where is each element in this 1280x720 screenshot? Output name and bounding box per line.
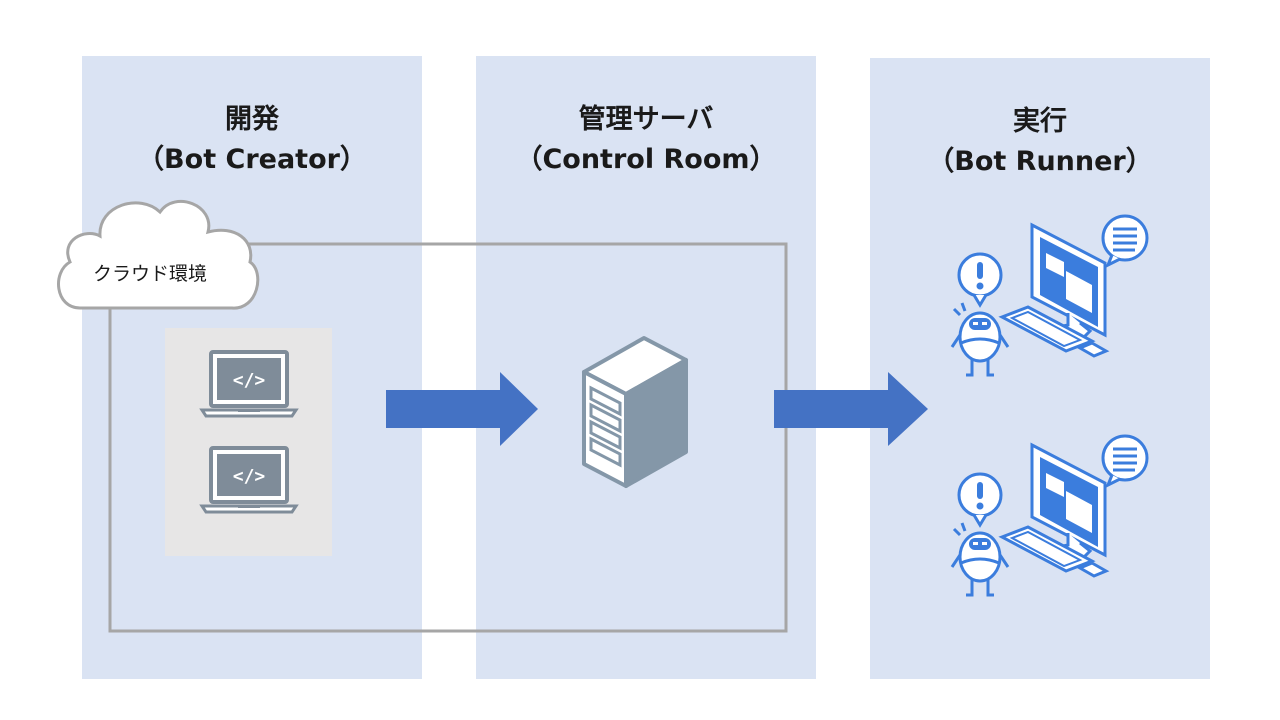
cloud-icon (57, 200, 260, 310)
arrow-right-icon (774, 372, 928, 446)
column-subtitle: （Bot Creator） (137, 144, 367, 175)
column-title: 管理サーバ (579, 104, 714, 135)
cloud-environment-boundary (108, 242, 788, 633)
column-title: 開発 (225, 104, 280, 135)
column-bot-runner (870, 58, 1210, 679)
server-icon (582, 336, 688, 488)
column-subtitle: （Bot Runner） (927, 146, 1153, 177)
laptop-code-icon (200, 446, 298, 514)
arrow-right-icon (386, 372, 538, 446)
cloud-label: クラウド環境 (93, 263, 207, 285)
column-subtitle: （Control Room） (515, 144, 776, 175)
column-title: 実行 (1013, 105, 1067, 137)
laptop-code-icon (200, 350, 298, 418)
